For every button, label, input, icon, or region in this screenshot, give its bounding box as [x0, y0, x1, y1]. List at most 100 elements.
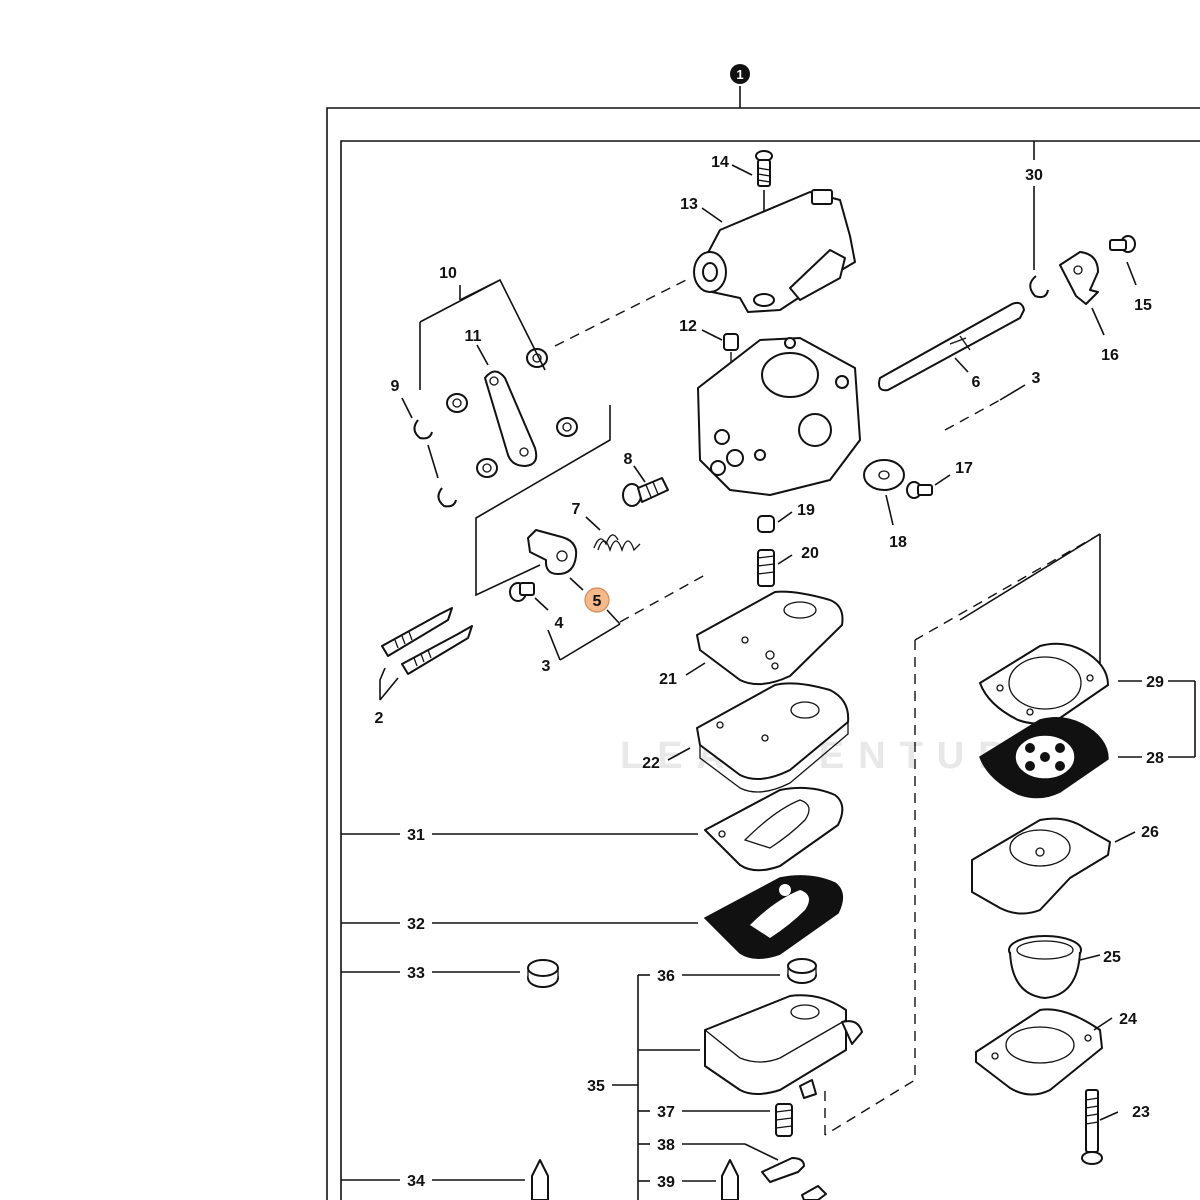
part-2-needle-a[interactable]: [381, 607, 453, 657]
label-22[interactable]: 22: [642, 755, 660, 772]
label-29[interactable]: 29: [1146, 674, 1164, 691]
label-30[interactable]: 30: [1025, 167, 1043, 184]
part-19-plug[interactable]: [757, 515, 775, 533]
carburetor-body[interactable]: [697, 337, 861, 496]
label-8[interactable]: 8: [624, 451, 633, 468]
part-31-gasket[interactable]: [704, 786, 844, 872]
label-19[interactable]: 19: [797, 502, 815, 519]
part-2-needle-b[interactable]: [401, 625, 473, 675]
bracket-3-left: [547, 623, 621, 661]
label-39[interactable]: 39: [657, 1174, 675, 1191]
label-3-left[interactable]: 3: [542, 658, 551, 675]
label-12[interactable]: 12: [679, 318, 697, 335]
part-10-washer-a[interactable]: [526, 348, 548, 368]
label-33[interactable]: 33: [407, 965, 425, 982]
label-15[interactable]: 15: [1134, 297, 1152, 314]
leader-6: [954, 357, 969, 373]
label-37[interactable]: 37: [657, 1104, 675, 1121]
label-4[interactable]: 4: [555, 615, 564, 632]
label-13[interactable]: 13: [680, 196, 698, 213]
dash-10-13: [554, 277, 691, 347]
label-21[interactable]: 21: [659, 671, 677, 688]
label-32[interactable]: 32: [407, 916, 425, 933]
label-34[interactable]: 34: [407, 1173, 425, 1190]
part-39-needle[interactable]: [721, 1159, 739, 1200]
leader-5b: [606, 609, 621, 625]
bracket-5: [475, 405, 611, 597]
part-32-diaphragm[interactable]: [703, 875, 844, 959]
part-22-plate[interactable]: [696, 682, 850, 793]
part-4-screw[interactable]: [509, 582, 535, 602]
part-24-flange[interactable]: [975, 1008, 1103, 1096]
label-17[interactable]: 17: [955, 460, 973, 477]
part-15-screw[interactable]: [1109, 235, 1136, 253]
label-7[interactable]: 7: [572, 501, 581, 518]
part-14-screw[interactable]: [755, 150, 773, 187]
part-10-washer-d[interactable]: [476, 458, 498, 478]
part-18-disc[interactable]: [863, 459, 905, 491]
part-20-spring[interactable]: [757, 549, 775, 587]
label-24[interactable]: 24: [1119, 1011, 1137, 1028]
leader-5: [569, 577, 584, 591]
part-10-washer-b[interactable]: [446, 393, 468, 413]
part-9-clip-b[interactable]: [437, 487, 457, 508]
part-11-link[interactable]: [484, 370, 538, 467]
part-25-bulb[interactable]: [1008, 935, 1082, 999]
part-28-diaphragm[interactable]: [979, 717, 1109, 799]
part-17-screw[interactable]: [906, 481, 933, 499]
label-18[interactable]: 18: [889, 534, 907, 551]
label-14[interactable]: 14: [711, 154, 729, 171]
label-16[interactable]: 16: [1101, 347, 1119, 364]
part-extra-bottom[interactable]: [801, 1185, 827, 1200]
part-13-housing[interactable]: [693, 189, 856, 313]
leader-23: [1099, 1111, 1119, 1121]
leader-38b: [744, 1143, 779, 1161]
label-38[interactable]: 38: [657, 1137, 675, 1154]
highlight-5-circle[interactable]: [584, 587, 610, 613]
watermark-text: LEADVENTURE: [620, 735, 1059, 777]
leader-21: [685, 662, 706, 676]
leader-9: [401, 397, 413, 419]
part-6-shaft[interactable]: [878, 301, 1025, 392]
label-36[interactable]: 36: [657, 968, 675, 985]
label-28[interactable]: 28: [1146, 750, 1164, 767]
part-30-clip[interactable]: [1029, 275, 1049, 299]
part-34-needle[interactable]: [531, 1159, 549, 1200]
leader-19: [777, 511, 793, 523]
label-35[interactable]: 35: [587, 1078, 605, 1095]
label-20[interactable]: 20: [801, 545, 819, 562]
label-25[interactable]: 25: [1103, 949, 1121, 966]
part-9-clip-a[interactable]: [413, 419, 433, 440]
leader-20: [777, 554, 793, 565]
label-10[interactable]: 10: [439, 265, 457, 282]
label-9[interactable]: 9: [391, 378, 400, 395]
part-37-spring[interactable]: [775, 1103, 793, 1137]
part-36-filter[interactable]: [787, 958, 817, 984]
leader-15: [1126, 261, 1137, 286]
part-38-lever[interactable]: [761, 1157, 805, 1183]
label-31[interactable]: 31: [407, 827, 425, 844]
dash-3-right: [944, 399, 1001, 431]
part-26-cover[interactable]: [971, 817, 1111, 915]
label-2[interactable]: 2: [375, 710, 384, 727]
part-21-gasket[interactable]: [696, 590, 844, 686]
label-23[interactable]: 23: [1132, 1104, 1150, 1121]
part-16-lever[interactable]: [1059, 251, 1099, 305]
part-33-filter[interactable]: [527, 959, 559, 988]
label-3-right[interactable]: 3: [1032, 370, 1041, 387]
label-6[interactable]: 6: [972, 374, 981, 391]
label-26[interactable]: 26: [1141, 824, 1159, 841]
part-10-washer-c[interactable]: [556, 417, 578, 437]
part-5-lever[interactable]: [527, 529, 578, 575]
part-7-spring[interactable]: [593, 534, 641, 553]
label-5[interactable]: 5: [593, 593, 602, 610]
leader-10b: [529, 339, 546, 371]
leader-22: [667, 747, 691, 761]
part-8-screw[interactable]: [622, 477, 669, 507]
part-35-cover[interactable]: [704, 994, 863, 1099]
part-12-plug[interactable]: [723, 333, 739, 351]
part-29-gasket[interactable]: [979, 642, 1109, 725]
label-11[interactable]: 11: [465, 328, 482, 345]
assembly-marker-circle: [730, 64, 750, 84]
part-23-bolt[interactable]: [1081, 1089, 1103, 1165]
